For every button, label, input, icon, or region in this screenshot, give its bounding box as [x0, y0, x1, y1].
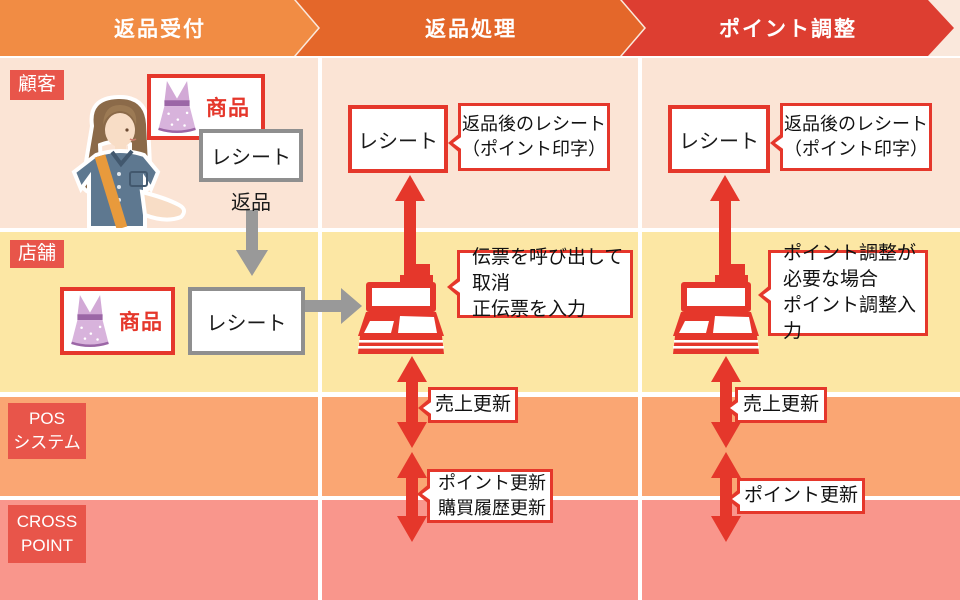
- return-label: 返品: [231, 192, 271, 214]
- dress-icon: [158, 80, 196, 134]
- phase-label-processing: 返品処理: [425, 18, 517, 41]
- callout-register-adjustment: ポイント調整が 必要な場合 ポイント調整入力: [758, 243, 928, 342]
- phase-arrow-reception: 返品受付: [0, 0, 318, 56]
- phase-label-adjustment: ポイント調整: [719, 18, 857, 41]
- receipt-box-processing: レシート: [348, 105, 448, 173]
- receipt-box-adjustment: レシート: [668, 105, 770, 173]
- phase-arrow-adjustment: ポイント調整: [622, 0, 954, 56]
- callout-register-processing: 伝票を呼び出して取消 正伝票を入力: [447, 247, 633, 320]
- gray-down-arrow-icon: [236, 210, 268, 276]
- red-up-arrow-icon: [395, 175, 425, 267]
- dress-icon: [71, 294, 109, 348]
- lane-label-store: 店舗: [10, 240, 64, 268]
- cash-register-icon: [673, 264, 759, 354]
- customer-illustration: [71, 94, 186, 228]
- callout-receipt-processing: 返品後のレシート （ポイント印字）: [448, 103, 610, 171]
- product-box-store: 商品: [60, 287, 175, 355]
- callout-sales-update-processing: 売上更新: [418, 387, 518, 423]
- column-divider-1: [318, 58, 322, 600]
- lane-label-pos-system: POS システム: [8, 403, 86, 459]
- callout-point-update-processing: ポイント更新 購買履歴更新: [417, 469, 553, 523]
- lane-label-cross-point: CROSS POINT: [8, 505, 86, 563]
- phase-label-reception: 返品受付: [114, 18, 206, 41]
- receipt-box-customer: レシート: [199, 129, 303, 182]
- callout-point-update-adjustment: ポイント更新: [727, 478, 865, 514]
- lane-label-customer: 顧客: [10, 70, 64, 100]
- phase-header-bar: 返品受付 返品処理 ポイント調整: [0, 0, 960, 56]
- gray-right-arrow-icon: [305, 288, 362, 324]
- phase-arrow-processing: 返品処理: [296, 0, 644, 56]
- column-divider-2: [638, 58, 642, 600]
- callout-receipt-adjustment: 返品後のレシート （ポイント印字）: [770, 103, 932, 171]
- red-double-arrow-icon: [397, 356, 427, 448]
- red-up-arrow-icon: [710, 175, 740, 267]
- red-double-arrow-icon: [711, 452, 741, 542]
- receipt-box-store: レシート: [188, 287, 305, 355]
- product-label: 商品: [206, 97, 250, 120]
- cash-register-icon: [358, 264, 444, 354]
- callout-sales-update-adjustment: 売上更新: [725, 387, 827, 423]
- red-double-arrow-icon: [397, 452, 427, 542]
- product-label: 商品: [119, 311, 163, 334]
